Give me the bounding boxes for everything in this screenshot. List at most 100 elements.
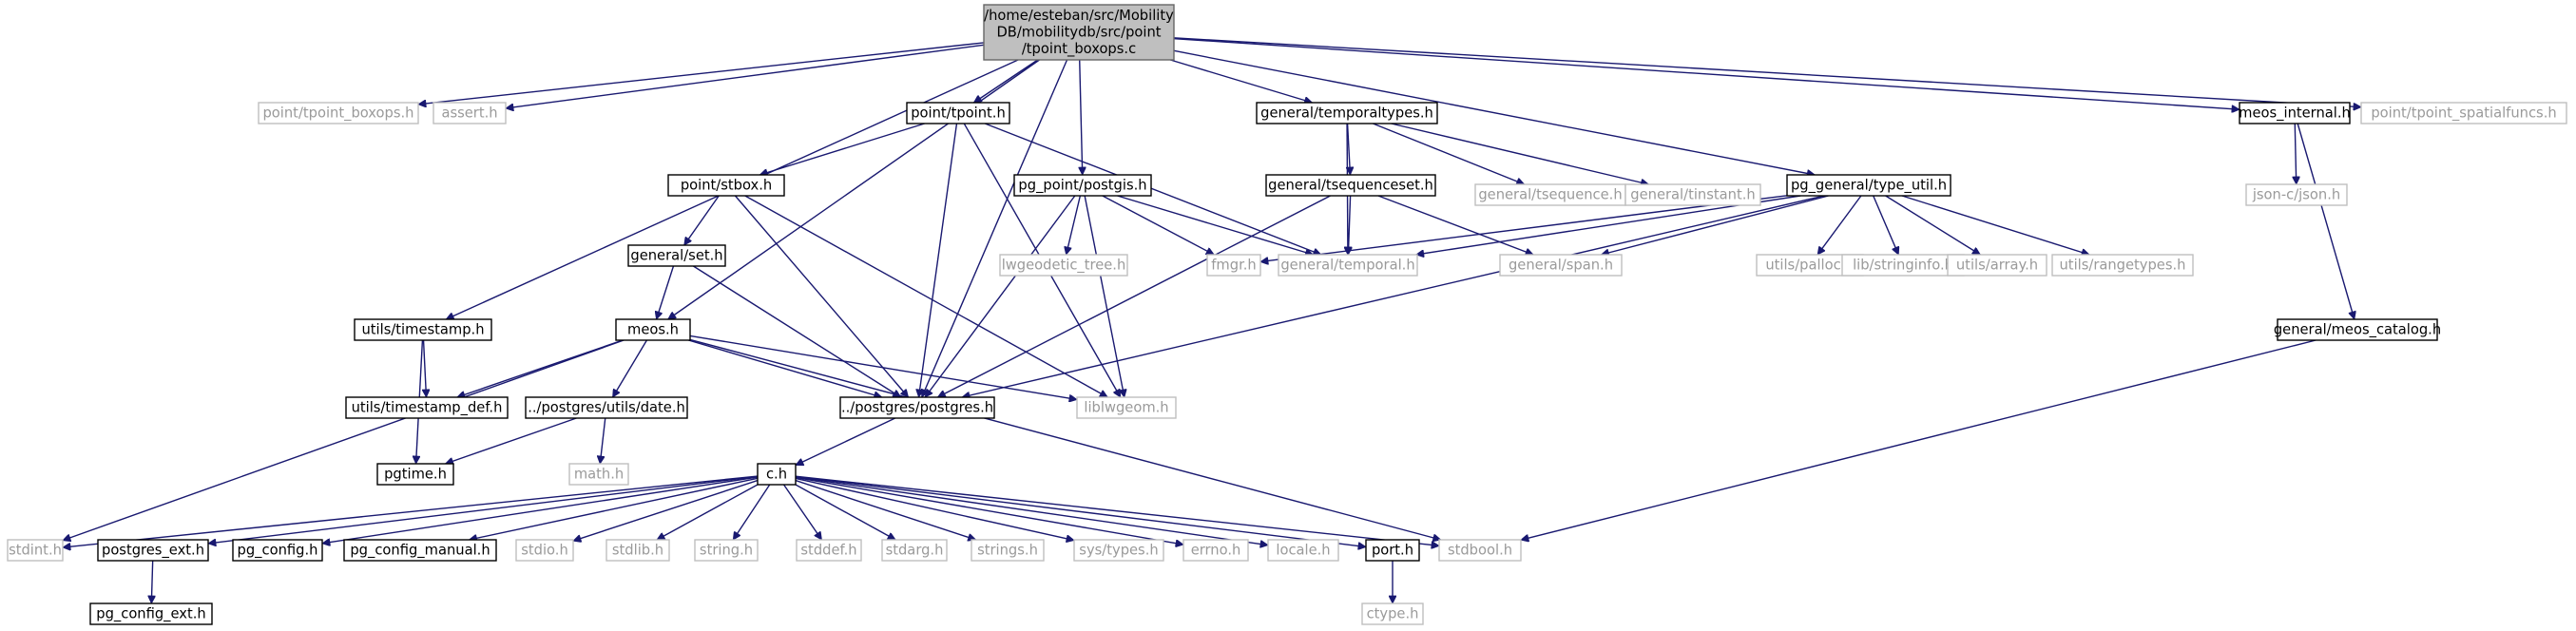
edge-meos_h-to-stdbool_h: [689, 338, 1441, 540]
edge-pg_point_postgis_h-to-fmgr_h: [1102, 195, 1214, 256]
edge-general_meos_catalog_h-to-stdbool_h: [1521, 339, 2316, 540]
edge-meos_h-to-liblwgeom_h: [689, 335, 1077, 399]
node-label: assert.h: [441, 105, 497, 122]
node-label: json-c/json.h: [2252, 187, 2340, 203]
node-label: utils/timestamp_def.h: [352, 400, 503, 416]
edge-pg_general_type_util_h-to-utils_palloc_h: [1817, 195, 1862, 255]
edge-meos_h-to-postgres_utils_date_h: [611, 339, 648, 397]
edge-root-to-general_temporaltypes_h: [1170, 59, 1312, 103]
edge-point_tpoint_h-to-general_temporal_h: [984, 123, 1321, 255]
edge-c_h-to-stdio_h: [573, 479, 759, 542]
node-box: [971, 539, 1045, 562]
node-utils_rangetypes_h: utils/rangetypes.h: [2051, 254, 2194, 277]
node-postgres_utils_date_h[interactable]: ../postgres/utils/date.h: [525, 396, 688, 419]
node-label: meos.h: [627, 322, 679, 338]
node-label: stdarg.h: [886, 543, 944, 559]
node-sys_types_h: sys/types.h: [1073, 539, 1164, 562]
node-label: lib/stringinfo.h: [1853, 258, 1953, 274]
node-utils_timestamp_def_h[interactable]: utils/timestamp_def.h: [345, 396, 509, 419]
node-box: [515, 539, 574, 562]
node-general_temporaltypes_h[interactable]: general/temporaltypes.h: [1256, 102, 1438, 124]
edge-point_tpoint_h-to-point_stbox_h: [759, 123, 925, 175]
edge-pg_general_type_util_h-to-general_span_h: [1601, 195, 1829, 255]
node-box: [7, 539, 64, 562]
node-general_tsequenceset_h[interactable]: general/tsequenceset.h: [1265, 174, 1436, 197]
edge-pg_point_postgis_h-to-general_temporal_h: [1117, 195, 1314, 255]
node-pg_point_postgis_h[interactable]: pg_point/postgis.h: [1013, 174, 1152, 197]
node-box: [2051, 254, 2194, 277]
node-box: [354, 318, 492, 341]
node-label: pg_point/postgis.h: [1018, 178, 1146, 194]
node-pgtime_h[interactable]: pgtime.h: [376, 463, 454, 486]
node-label: utils/rangetypes.h: [2060, 258, 2186, 274]
node-stdlib_h: stdlib.h: [606, 539, 670, 562]
node-box: [1361, 602, 1424, 625]
node-tpoint_spatialfuncs_h: point/tpoint_spatialfuncs.h: [2360, 102, 2567, 124]
node-utils_array_h: utils/array.h: [1947, 254, 2047, 277]
node-label: pg_config_ext.h: [96, 606, 206, 622]
node-box: [2245, 183, 2348, 206]
node-meos_internal_h[interactable]: meos_internal.h: [2239, 102, 2351, 124]
node-point_tpoint_h[interactable]: point/tpoint.h: [906, 102, 1010, 124]
edge-point_stbox_h-to-general_set_h: [683, 195, 720, 245]
node-label: DB/mobilitydb/src/point: [996, 25, 1161, 41]
node-label: point/tpoint.h: [911, 105, 1006, 122]
node-box: [839, 396, 995, 419]
node-label: /home/esteban/src/Mobility: [984, 8, 1174, 24]
node-c_h[interactable]: c.h: [757, 463, 797, 486]
node-point_stbox_h[interactable]: point/stbox.h: [667, 174, 785, 197]
node-stdbool_h: stdbool.h: [1438, 539, 1522, 562]
node-general_set_h[interactable]: general/set.h: [627, 244, 726, 267]
node-label: meos_internal.h: [2239, 105, 2351, 122]
node-locale_h: locale.h: [1267, 539, 1339, 562]
edge-c_h-to-port_h: [795, 475, 1366, 546]
node-label: sys/types.h: [1079, 543, 1158, 559]
node-box: [1206, 254, 1261, 277]
node-general_meos_catalog_h[interactable]: general/meos_catalog.h: [2274, 318, 2441, 341]
node-box: [376, 463, 454, 486]
edge-pg_point_postgis_h-to-lwgeodetic_tree_h: [1067, 195, 1082, 255]
edge-pg_general_type_util_h-to-utils_rangetypes_h: [1901, 195, 2089, 255]
node-box: [1624, 183, 1761, 206]
node-label: pg_general/type_util.h: [1791, 178, 1947, 194]
node-label: general/temporal.h: [1280, 258, 1414, 274]
node-box: [2360, 102, 2567, 124]
edge-meos_h-to-postgres_postgres_h: [688, 339, 881, 397]
edge-root-to-assert_h: [506, 44, 985, 108]
node-general_tsequence_h: general/tsequence.h: [1474, 183, 1626, 206]
node-label: pgtime.h: [384, 467, 447, 483]
node-port_h[interactable]: port.h: [1365, 539, 1420, 562]
node-box: [796, 539, 862, 562]
edge-general_set_h-to-postgres_postgres_h: [693, 265, 900, 398]
node-box: [343, 539, 497, 562]
node-postgres_postgres_h[interactable]: ../postgres/postgres.h: [839, 396, 995, 419]
edge-root-to-pg_point_postgis_h: [1080, 59, 1083, 175]
node-pg_config_ext_h[interactable]: pg_config_ext.h: [89, 602, 213, 625]
edge-meos_internal_h-to-general_meos_catalog_h: [2297, 123, 2355, 319]
node-general_temporal_h: general/temporal.h: [1278, 254, 1418, 277]
node-label: utils/array.h: [1956, 258, 2038, 274]
node-label: stddef.h: [800, 543, 856, 559]
node-pg_config_h[interactable]: pg_config.h: [232, 539, 323, 562]
node-label: lwgeodetic_tree.h: [1002, 258, 1126, 274]
node-postgres_ext_h[interactable]: postgres_ext.h: [97, 539, 209, 562]
node-box: [1265, 174, 1436, 197]
node-label: postgres_ext.h: [102, 543, 204, 559]
node-label: ../postgres/postgres.h: [841, 400, 993, 416]
node-label: utils/palloc.h: [1765, 258, 1854, 274]
edge-point_tpoint_h-to-postgres_postgres_h: [919, 123, 958, 397]
edge-c_h-to-pg_config_h: [322, 476, 759, 544]
node-utils_timestamp_h[interactable]: utils/timestamp.h: [354, 318, 492, 341]
node-pg_config_manual_h[interactable]: pg_config_manual.h: [343, 539, 497, 562]
node-ctype_h: ctype.h: [1361, 602, 1424, 625]
node-errno_h: errno.h: [1182, 539, 1249, 562]
edge-general_temporaltypes_h-to-general_tinstant_h: [1391, 123, 1649, 184]
node-label: c.h: [766, 467, 787, 483]
node-box: [2239, 102, 2351, 124]
node-label: pg_config.h: [238, 543, 318, 559]
node-meos_h[interactable]: meos.h: [615, 318, 691, 341]
edge-root-to-postgres_postgres_h: [922, 59, 1068, 397]
node-pg_general_type_util_h[interactable]: pg_general/type_util.h: [1786, 174, 1951, 197]
edge-c_h-to-errno_h: [795, 476, 1183, 545]
node-box: [1786, 174, 1951, 197]
